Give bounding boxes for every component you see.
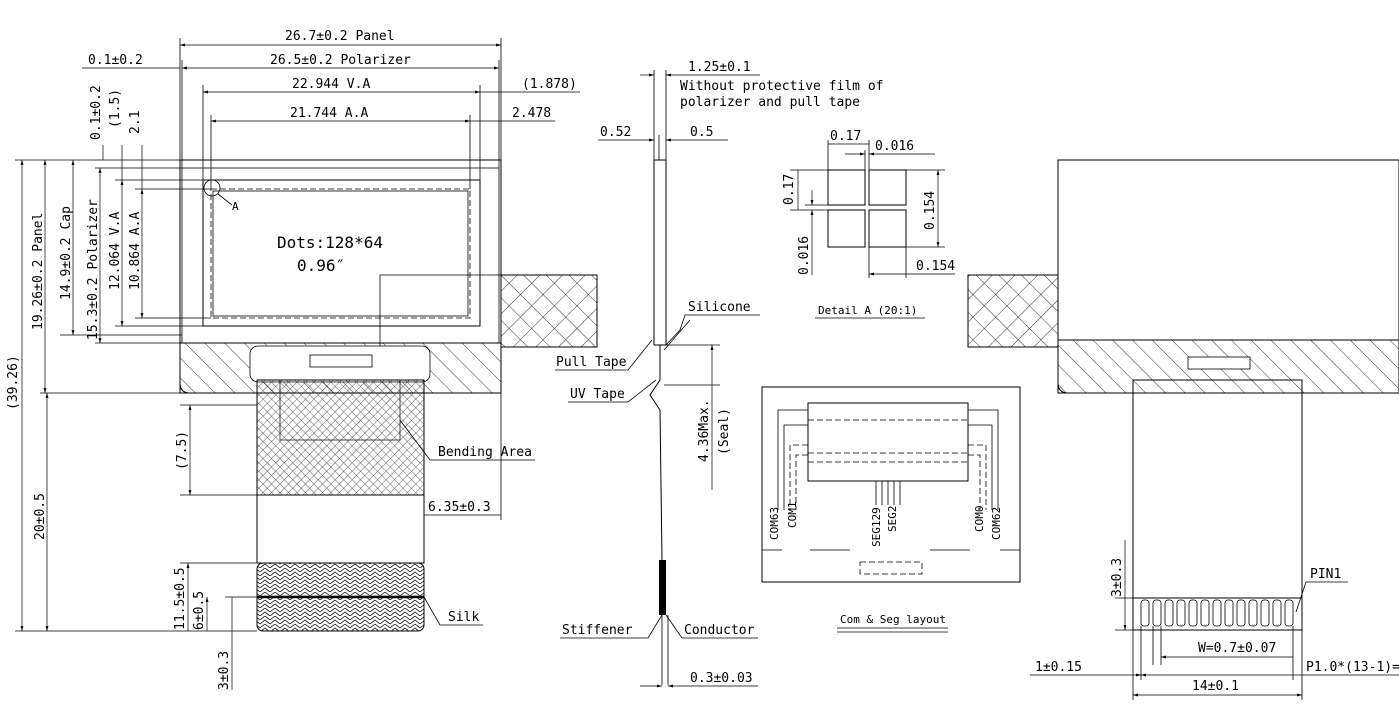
uv-tape-label: UV Tape — [570, 387, 625, 402]
rear-view: 3±0.3 PIN1 W=0.7±0.07 1±0.15 P1.0*(13-1)… — [967, 159, 1399, 700]
detail-a-marker — [203, 179, 221, 197]
rear-flex-block — [967, 274, 1059, 348]
dim-fpc-length: 20±0.5 — [33, 493, 48, 540]
dim-fpc-width: 6.35±0.3 — [428, 500, 491, 515]
dim-va-height: 12.064 V.A — [108, 212, 123, 290]
dim-pitch-y: 0.17 — [782, 174, 797, 205]
com-seg-glass — [807, 402, 969, 482]
dim-va-width: 22.944 V.A — [292, 77, 370, 92]
stiffener-label: Stiffener — [562, 623, 633, 638]
ic-chip — [309, 354, 373, 368]
dim-aa-right-offset: 2.478 — [512, 106, 551, 121]
visual-area — [202, 179, 481, 327]
dim-lower-length: 11.5±0.5 — [173, 567, 188, 630]
detail-a-caption: Detail A (20:1) — [818, 304, 917, 317]
fpc-bending-area — [256, 379, 425, 496]
silk-label: Silk — [448, 610, 479, 625]
dim-panel-width: 26.7±0.2 Panel — [285, 29, 395, 44]
dim-bending-height: (7.5) — [175, 431, 190, 470]
pixel-1 — [827, 169, 866, 206]
dim-panel-height: 19.26±0.2 Panel — [31, 213, 46, 330]
com62-label: COM62 — [990, 507, 1003, 540]
gold-fingers — [1132, 597, 1303, 631]
dim-total-width: 14±0.1 — [1192, 679, 1239, 694]
dim-left-offset: 0.1±0.2 — [88, 53, 143, 68]
conductor-label: Conductor — [684, 623, 755, 638]
dim-total-height: (39.26) — [6, 355, 21, 410]
dim-top-gap: (1.5) — [108, 89, 123, 128]
dim-right-thickness: 0.5 — [690, 125, 713, 140]
size-label: 0.96″ — [297, 256, 345, 275]
pixel-4 — [868, 209, 907, 248]
com-seg-caption: Com & Seg layout — [840, 613, 946, 626]
dim-pitch: P1.0*(13-1)= — [1306, 660, 1399, 675]
side-panel — [653, 159, 667, 346]
dim-stiff-length: 6±0.5 — [192, 591, 207, 630]
dim-edge-offset: 1±0.15 — [1035, 660, 1082, 675]
dim-size-y: 0.154 — [923, 191, 938, 230]
silicone-label: Silicone — [688, 300, 751, 315]
dim-finger-height: 3±0.3 — [1110, 558, 1125, 597]
bending-area-label: Bending Area — [438, 445, 532, 460]
dim-left-thickness: 0.52 — [600, 125, 631, 140]
dim-cap-height: 14.9±0.2 Cap — [59, 206, 74, 300]
pixel-3 — [827, 209, 866, 248]
dim-polarizer-width: 26.5±0.2 Polarizer — [270, 53, 411, 68]
pull-tape-label: Pull Tape — [556, 355, 627, 370]
seg129-label: SEG129 — [870, 507, 883, 547]
detail-a: 0.17 0.016 0.17 0.154 0.016 0.154 Detail… — [782, 129, 955, 319]
dim-aa-width: 21.744 A.A — [290, 106, 368, 121]
dim-pin-width: W=0.7±0.07 — [1198, 641, 1276, 656]
dim-fpc-thickness: 0.3±0.03 — [690, 671, 753, 686]
note-line-1: Without protective film of — [680, 79, 884, 94]
dim-size-x: 0.154 — [916, 259, 955, 274]
dim-gap-x: 0.016 — [875, 139, 914, 154]
seg2-label: SEG2 — [886, 506, 899, 533]
dim-bottom-offset: 3±0.3 — [217, 651, 232, 690]
dim-top-offset: 0.1±0.2 — [89, 85, 104, 140]
com63-label: COM63 — [768, 507, 781, 540]
front-view: A Dots:128*64 0.96″ 26.7±0.2 Panel 26.5±… — [6, 29, 598, 690]
finger-pins — [1140, 599, 1294, 627]
note-line-2: polarizer and pull tape — [680, 95, 860, 110]
dim-aa-height: 10.864 A.A — [128, 212, 143, 290]
dim-seal: 4.36Max. — [697, 399, 712, 462]
rear-fpc — [1132, 379, 1303, 631]
detail-a-marker-label: A — [232, 200, 239, 213]
seal-label: (Seal) — [717, 408, 732, 455]
pin1-label: PIN1 — [1310, 567, 1341, 582]
dim-gap-y: 0.016 — [797, 236, 812, 275]
com1-label: COM1 — [786, 502, 799, 529]
dim-pitch-x: 0.17 — [830, 129, 861, 144]
active-area — [210, 188, 471, 319]
pixel-2 — [868, 169, 907, 206]
com-seg-frame — [761, 386, 1021, 583]
flex-block — [500, 274, 598, 348]
side-view: 1.25±0.1 Without protective film of pola… — [555, 60, 884, 688]
dim-polarizer-height: 15.3±0.2 Polarizer — [86, 199, 101, 340]
dim-va-right-offset: (1.878) — [522, 77, 577, 92]
dots-label: Dots:128*64 — [277, 233, 383, 252]
com-seg-layout: COM63 COM1 SEG129 SEG2 COM0 COM62 Com & … — [761, 386, 1021, 633]
com0-label: COM0 — [973, 506, 986, 533]
dim-thickness: 1.25±0.1 — [688, 60, 751, 75]
dim-top-aa-gap: 2.1 — [128, 111, 143, 134]
